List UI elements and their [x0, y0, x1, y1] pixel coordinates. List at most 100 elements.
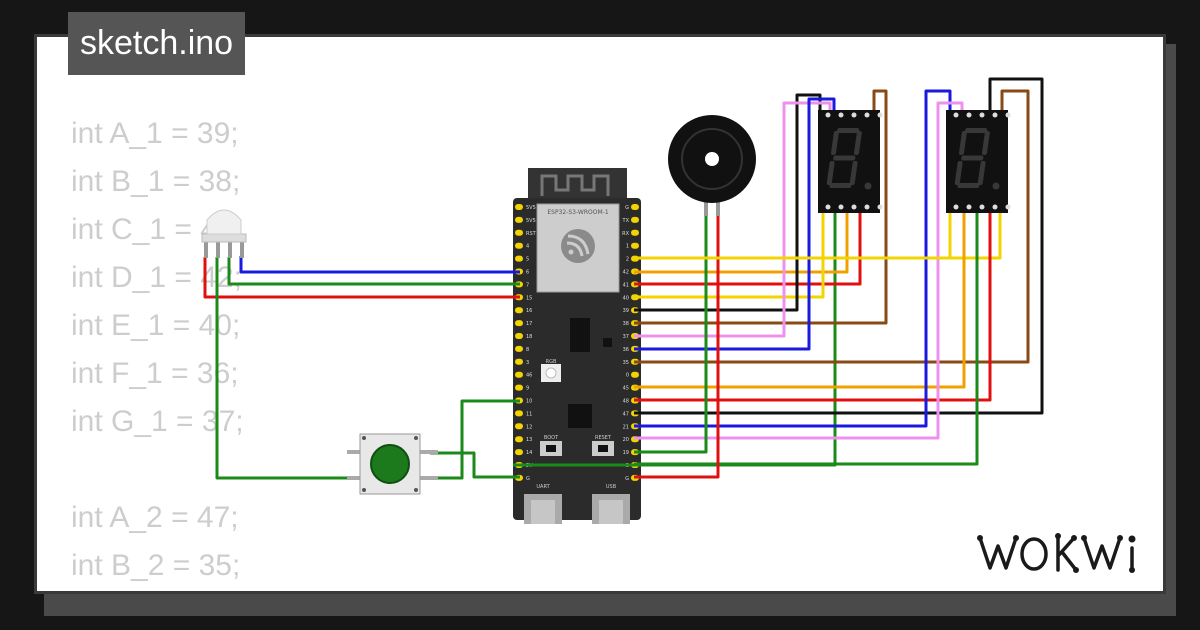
display-pin-bottom[interactable] — [966, 204, 972, 210]
pin-pad[interactable] — [515, 449, 523, 456]
display-pin-top[interactable] — [864, 112, 870, 118]
wire-rgb-red[interactable] — [203, 257, 520, 299]
wire-buzzer-pin19[interactable] — [634, 215, 708, 454]
pin-label: 18 — [526, 334, 532, 340]
wire-display1-pin39[interactable] — [634, 93, 822, 312]
segment — [981, 131, 990, 155]
code-line: int B_2 = 35; — [71, 549, 241, 582]
pin-pad[interactable] — [515, 333, 523, 339]
wire-display2-common[interactable] — [634, 208, 979, 466]
code-line: int B_1 = 38; — [71, 165, 241, 198]
pin-pad[interactable] — [515, 229, 523, 236]
wire-display2-pin47[interactable] — [634, 77, 1044, 415]
wire-display2-pin2[interactable] — [634, 208, 1002, 260]
rgb-led-lens — [545, 367, 557, 379]
wire-display2-pin20[interactable] — [634, 101, 964, 440]
pin-pad[interactable] — [515, 242, 523, 249]
wire-rgb-ground[interactable] — [215, 257, 360, 480]
wire-display2-segment-e[interactable] — [634, 208, 952, 260]
pin-pad[interactable] — [515, 358, 523, 365]
display-pin-bottom[interactable] — [992, 204, 998, 210]
display-pin-bottom[interactable] — [864, 204, 870, 210]
pin-pad[interactable] — [631, 242, 639, 249]
display-pin-bottom[interactable] — [979, 204, 985, 210]
wire-button-ground[interactable] — [430, 451, 520, 479]
pin-pad[interactable] — [631, 216, 639, 223]
pin-label: 17 — [526, 321, 532, 327]
wire-rgb-blue[interactable] — [239, 256, 520, 274]
display-pin-top[interactable] — [992, 112, 998, 118]
wire-display1-pin38[interactable] — [634, 89, 888, 325]
pin-pad[interactable] — [515, 436, 523, 443]
pin-label: 13 — [526, 437, 532, 443]
buzzer[interactable] — [668, 115, 756, 216]
display-pin-top[interactable] — [979, 112, 985, 118]
wire-display2-pin45[interactable] — [634, 208, 966, 389]
pin-label: 15 — [526, 295, 532, 301]
pin-label: 10 — [526, 399, 532, 405]
esp32-s3-board[interactable]: ESP32-S3-WROOM-1 RGB BOOT RESET UART USB… — [513, 168, 641, 524]
display-pin-bottom[interactable] — [838, 204, 844, 210]
display-pin-top[interactable] — [953, 112, 959, 118]
pin-pad[interactable] — [515, 371, 523, 378]
push-button[interactable] — [347, 433, 438, 495]
pin-label: G — [625, 205, 629, 211]
pin-label: RX — [622, 231, 629, 237]
wire-button-pin10[interactable] — [430, 399, 520, 480]
code-line: int A_1 = 39; — [71, 117, 239, 150]
wire-display1-pin40[interactable] — [634, 208, 825, 299]
pin-label: 16 — [526, 308, 532, 314]
pin-pad[interactable] — [515, 216, 523, 223]
display-pin-bottom[interactable] — [1005, 204, 1011, 210]
pin-pad[interactable] — [515, 320, 523, 327]
seven-segment-display-2[interactable] — [946, 110, 1011, 213]
decimal-point — [992, 182, 1000, 190]
wire-display1-pin36[interactable] — [634, 97, 836, 351]
pin-pad[interactable] — [515, 345, 523, 352]
display-pin-top[interactable] — [825, 112, 831, 118]
display-pin-bottom[interactable] — [851, 204, 857, 210]
segment — [829, 183, 852, 188]
wire-rgb-green[interactable] — [227, 257, 520, 286]
rgb-led-component[interactable] — [201, 209, 247, 258]
pin-label: 36 — [623, 347, 629, 353]
pin-pad[interactable] — [515, 384, 523, 391]
rgb-led-label: RGB — [546, 359, 557, 365]
wires — [203, 77, 1044, 480]
display-pin-top[interactable] — [877, 112, 883, 118]
display-pin-bottom[interactable] — [825, 204, 831, 210]
wire-display1-pin41[interactable] — [634, 208, 862, 286]
pin-label: 48 — [623, 399, 629, 405]
segment — [833, 155, 856, 161]
small-chip — [603, 338, 612, 347]
pin-label: 11 — [526, 411, 532, 417]
display-pin-top[interactable] — [838, 112, 844, 118]
display-body — [946, 110, 1008, 213]
wire-display2-pin48[interactable] — [634, 208, 992, 402]
wire-display1-pin37[interactable] — [634, 101, 832, 338]
pin-label: 1 — [626, 244, 629, 250]
display-pin-bottom[interactable] — [953, 204, 959, 210]
display-pin-top[interactable] — [851, 112, 857, 118]
wire-display2-pin35[interactable] — [634, 89, 1030, 364]
pin-pad[interactable] — [515, 204, 523, 210]
display-pin-top[interactable] — [966, 112, 972, 118]
usb-chip — [570, 318, 590, 352]
pin-pad[interactable] — [631, 229, 639, 236]
display-pin-bottom[interactable] — [877, 204, 883, 210]
pin-pad[interactable] — [515, 423, 523, 430]
seven-segment-display-1[interactable] — [818, 110, 883, 213]
pin-pad[interactable] — [515, 255, 523, 262]
wire-display2-pin21[interactable] — [634, 89, 952, 428]
wire-buzzer-ground[interactable] — [634, 215, 720, 479]
pin-pad[interactable] — [631, 204, 639, 210]
display-pin-top[interactable] — [1005, 112, 1011, 118]
wire-display1-pin42[interactable] — [634, 208, 849, 274]
pin-pad[interactable] — [631, 371, 639, 378]
boot-label: BOOT — [544, 435, 559, 441]
pin-pad[interactable] — [515, 410, 523, 417]
espressif-logo-icon — [561, 229, 595, 263]
pin-pad[interactable] — [515, 307, 523, 314]
segment — [961, 155, 984, 161]
